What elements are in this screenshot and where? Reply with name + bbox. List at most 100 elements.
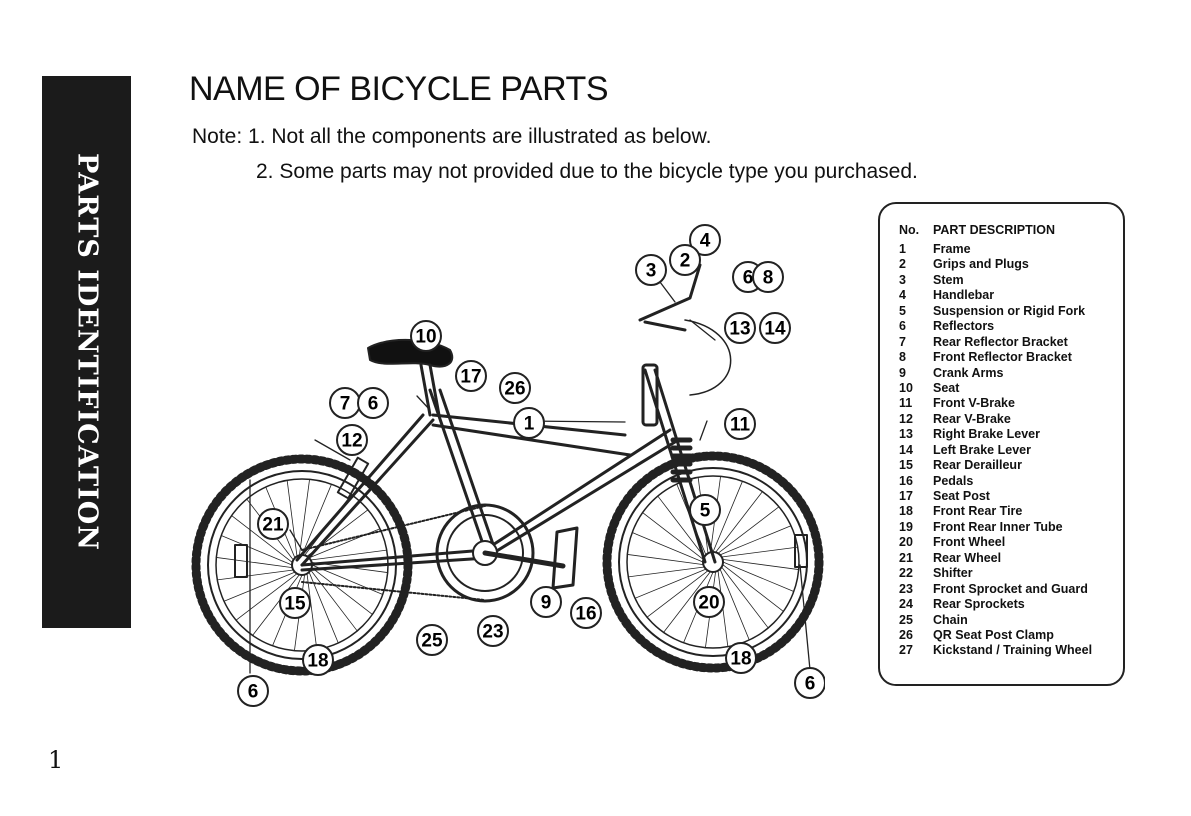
part-description: Suspension or Rigid Fork [933, 303, 1086, 318]
spoke [311, 567, 373, 615]
callout-8: 8 [752, 261, 784, 293]
callout-9: 9 [530, 586, 562, 618]
callout-25: 25 [416, 624, 448, 656]
part-number: 4 [899, 288, 906, 303]
callout-circle [759, 312, 791, 344]
part-number: 15 [899, 458, 913, 473]
callout-circle [635, 254, 667, 286]
spoke [626, 554, 704, 565]
side-tab: PARTS IDENTIFICATION [42, 76, 131, 628]
callout-circle [689, 224, 721, 256]
part-number: 18 [899, 504, 913, 519]
parts-row: 14 Left Brake Lever [899, 443, 1092, 458]
part-description: Seat [933, 380, 960, 395]
callout-number: 23 [482, 622, 503, 643]
part-number: 24 [899, 597, 913, 612]
parts-row: 22 Shifter [899, 566, 1092, 581]
spoke [223, 571, 296, 602]
part-number: 5 [899, 303, 906, 318]
callout-number: 6 [248, 682, 259, 703]
part-number: 3 [899, 272, 906, 287]
header-part-description: PART DESCRIPTION [933, 223, 1055, 237]
callout-circle [530, 586, 562, 618]
part-description: Pedals [933, 473, 974, 488]
callout-number: 2 [680, 251, 691, 272]
part-number: 1 [899, 242, 906, 256]
part-number: 14 [899, 442, 913, 457]
spoke [719, 568, 750, 641]
callout-circle [499, 372, 531, 404]
spoke [719, 525, 792, 556]
callout-circle [725, 642, 757, 674]
callout-circle [237, 675, 269, 707]
spoke [216, 569, 294, 581]
callout-number: 17 [460, 367, 481, 388]
callout-number: 9 [541, 593, 552, 614]
spoke [631, 532, 704, 563]
parts-row: 23 Front Sprocket and Guard [899, 582, 1092, 597]
chain [301, 505, 486, 601]
callout-number: 4 [700, 231, 711, 252]
callout-6: 6 [357, 387, 389, 419]
part-number: 23 [899, 581, 913, 596]
callout-number: 16 [575, 604, 596, 625]
spoke [634, 568, 707, 599]
callout-number: 1 [524, 414, 535, 435]
rear-brake [336, 456, 370, 500]
callout-18: 18 [725, 642, 757, 674]
fork-spring [670, 437, 693, 483]
part-description: Grips and Plugs [933, 257, 1029, 272]
part-description: Front Sprocket and Guard [933, 581, 1088, 596]
spoke [252, 574, 300, 636]
callout-14: 14 [759, 312, 791, 344]
part-number: 22 [899, 566, 913, 581]
spoke [657, 495, 705, 558]
callout-number: 6 [743, 268, 754, 289]
callout-circle [477, 615, 509, 647]
part-description: Kickstand / Training Wheel [933, 643, 1093, 658]
callout-circle [570, 597, 602, 629]
spoke [717, 506, 780, 554]
frame [295, 363, 717, 572]
part-description: Rear Wheel [933, 550, 1002, 565]
spoke [722, 561, 795, 592]
spoke [286, 479, 298, 557]
parts-row: 17 Seat Post [899, 489, 1092, 504]
part-number: 27 [899, 643, 913, 658]
callout-15: 15 [279, 587, 311, 619]
part-number: 19 [899, 519, 913, 534]
callout-number: 26 [504, 379, 525, 400]
part-number: 26 [899, 627, 913, 642]
callout-number: 14 [764, 319, 786, 340]
part-description: Seat Post [933, 489, 990, 503]
part-number: 17 [899, 489, 913, 503]
part-description: Rear Sprockets [933, 597, 1025, 612]
callout-number: 5 [700, 501, 711, 522]
spoke [712, 480, 743, 553]
part-description: Left Brake Lever [933, 442, 1031, 457]
spoke [722, 559, 800, 570]
part-description: Stem [933, 272, 964, 287]
part-description: Shifter [933, 566, 973, 581]
callout-6: 6 [794, 667, 825, 699]
callout-20: 20 [693, 586, 725, 618]
part-description: Front V-Brake [933, 396, 1015, 411]
part-number: 16 [899, 473, 913, 488]
callout-6: 6 [237, 675, 269, 707]
spoke [301, 483, 332, 556]
brake-cable [684, 319, 732, 396]
callout-number: 20 [698, 593, 719, 614]
page-title: NAME OF BICYCLE PARTS [189, 70, 609, 108]
parts-row: 24 Rear Sprockets [899, 597, 1092, 612]
front-reflector [794, 534, 808, 568]
spoke [310, 569, 358, 632]
